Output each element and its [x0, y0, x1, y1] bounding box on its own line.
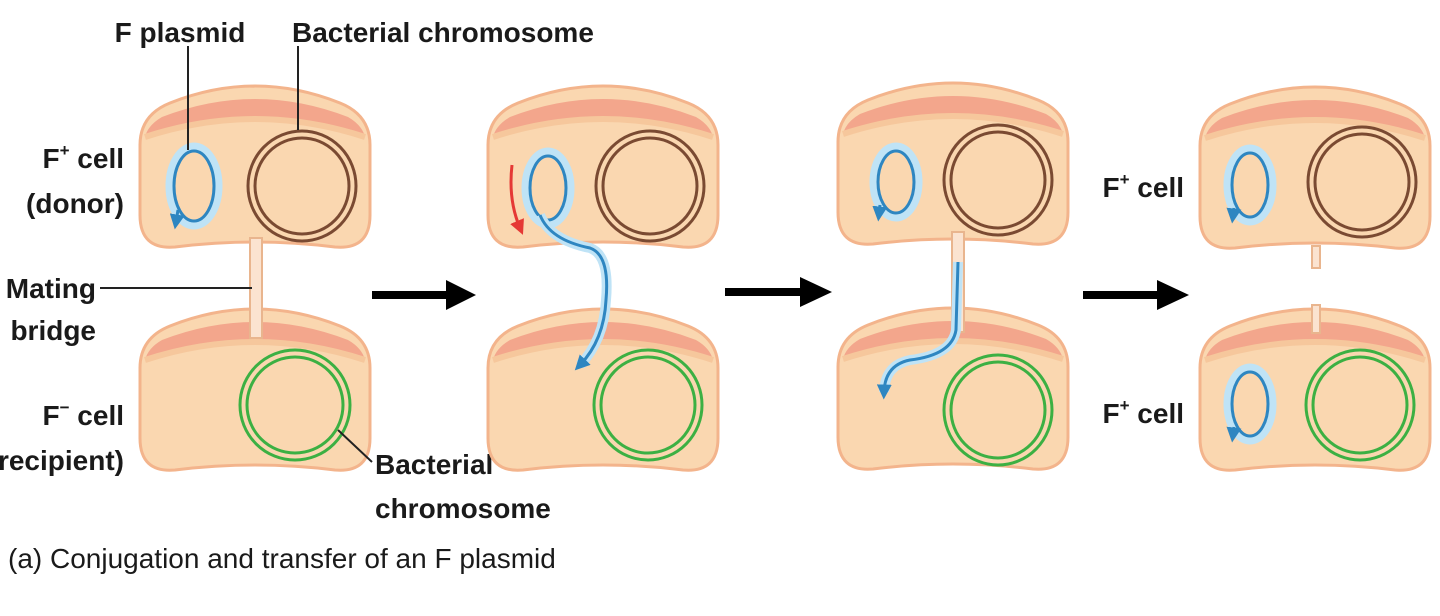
panel-3	[838, 83, 1068, 469]
mating-bridge-label-1: Mating	[6, 273, 96, 304]
recipient-role-label: (recipient)	[0, 445, 124, 476]
bridge-stub-bottom	[1311, 304, 1321, 334]
donor-role-label: (donor)	[26, 188, 124, 219]
recipient-chromosome-4	[1304, 348, 1416, 462]
step-arrow-1	[372, 280, 476, 310]
f-plasmid-label: F plasmid	[115, 17, 246, 48]
f-plasmid-4-top	[1223, 144, 1277, 226]
panel-1	[140, 86, 370, 470]
panel-2	[488, 86, 718, 470]
f-plasmid-4-bottom	[1223, 363, 1277, 445]
bacterial-chromosome-label-1: Bacterial	[375, 449, 493, 480]
panel-4	[1200, 87, 1430, 470]
recipient-chromosome	[238, 348, 352, 462]
step-arrow-2	[725, 277, 832, 307]
mating-bridge-label-2: bridge	[10, 315, 96, 346]
bridge-stub-top	[1311, 245, 1321, 269]
bacterial-chromosome-top-label: Bacterial chromosome	[292, 17, 594, 48]
donor-chromosome	[246, 129, 358, 243]
rotation-arrow	[509, 164, 524, 235]
f-plasmid-3	[869, 142, 923, 222]
bacterial-chromosome-label-2: chromosome	[375, 493, 551, 524]
f-plasmid	[165, 142, 223, 230]
step-arrow-3	[1083, 280, 1189, 310]
result-bottom-label: F+ cell	[1102, 396, 1184, 429]
figure-caption: (a) Conjugation and transfer of an F pla…	[8, 543, 556, 574]
recipient-chromosome-3	[942, 353, 1054, 467]
donor-chromosome-3	[942, 123, 1054, 237]
transferred-strand-core	[876, 261, 960, 400]
donor-cell-label: F+ cell	[42, 141, 124, 174]
donor-cell-2	[488, 86, 718, 247]
recipient-cell-label: F− cell	[42, 398, 124, 431]
donor-chromosome-2	[594, 129, 706, 243]
result-top-label: F+ cell	[1102, 170, 1184, 203]
recipient-chromosome-2	[592, 348, 704, 462]
donor-chromosome-4	[1306, 125, 1418, 239]
leader-lines	[100, 46, 373, 463]
transferring-strand-core	[538, 214, 609, 371]
